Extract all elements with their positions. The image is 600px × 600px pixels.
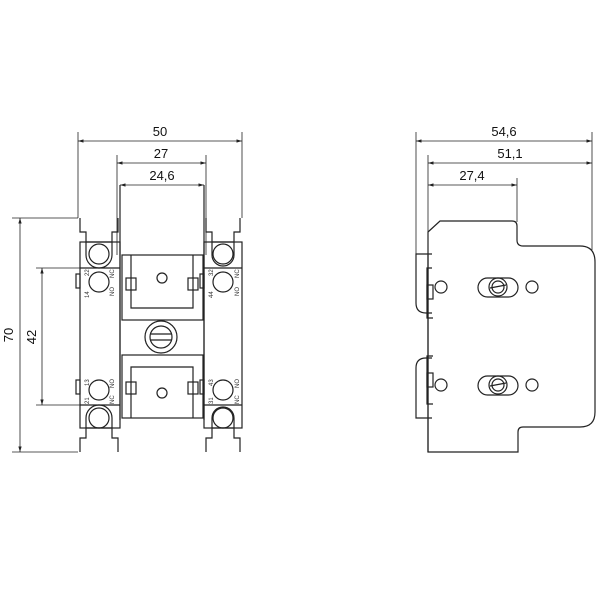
dim-27-4: 27,4 [459, 168, 484, 183]
right-contact-module [199, 218, 243, 452]
dim-27: 27 [154, 146, 168, 161]
label-22: 22 [85, 269, 91, 276]
label-no: NO [235, 379, 241, 388]
label-32: 32 [209, 269, 215, 276]
central-actuator [119, 185, 205, 420]
label-nc: NC [235, 269, 241, 278]
label-21: 21 [85, 397, 91, 404]
front-view: 50 27 24,6 70 42 [1, 124, 243, 453]
dim-54-6: 54,6 [491, 124, 516, 139]
dim-51-1: 51,1 [497, 146, 522, 161]
label-nc: NC [235, 395, 241, 404]
dim-50: 50 [153, 124, 167, 139]
dimension-lines [415, 132, 593, 255]
dim-42: 42 [24, 330, 39, 344]
label-no: NO [110, 287, 116, 296]
label-no: NO [110, 379, 116, 388]
label-31: 31 [209, 397, 215, 404]
label-nc: NC [110, 395, 116, 404]
rail-clip-bottom [415, 355, 434, 419]
dim-70: 70 [1, 328, 16, 342]
dimension-lines [12, 132, 243, 453]
screws [434, 277, 539, 396]
terminal-labels: 22 14 NC NO 13 21 NO NC 32 44 NC NO 43 3… [85, 269, 241, 404]
label-43: 43 [209, 379, 215, 386]
label-no: NO [235, 287, 241, 296]
rail-clip-top [415, 253, 434, 319]
left-contact-module [75, 218, 121, 452]
label-14: 14 [85, 291, 91, 298]
dim-24-6: 24,6 [149, 168, 174, 183]
side-view: 54,6 51,1 27,4 [415, 124, 596, 453]
label-44: 44 [209, 291, 215, 298]
label-13: 13 [85, 379, 91, 386]
label-nc: NC [110, 269, 116, 278]
mounting-plate [427, 220, 596, 453]
